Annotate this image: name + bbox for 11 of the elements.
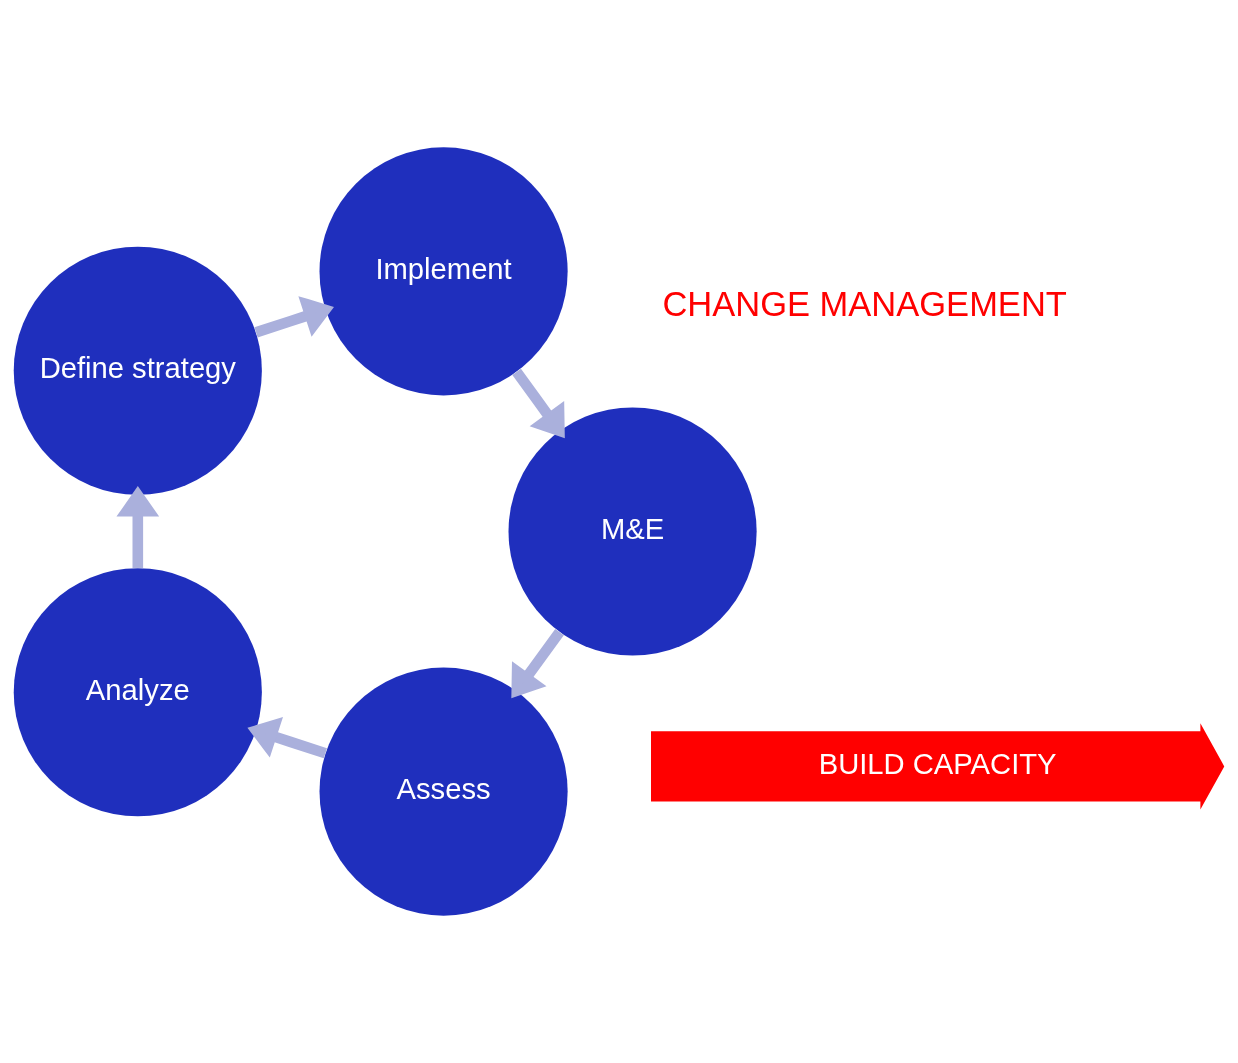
label: CHANGE MANAGEMENT xyxy=(662,284,1067,323)
node-circle: Analyze xyxy=(13,568,262,817)
arrow xyxy=(512,368,565,439)
node-circle: Implement xyxy=(319,147,568,396)
node-circle: M&E xyxy=(508,407,757,656)
node-circle: Assess xyxy=(319,667,568,916)
arrow xyxy=(116,486,160,568)
arrow xyxy=(247,717,327,759)
arrow xyxy=(254,296,334,338)
node-circle: Define strategy xyxy=(13,246,262,495)
arrow xyxy=(511,628,564,699)
